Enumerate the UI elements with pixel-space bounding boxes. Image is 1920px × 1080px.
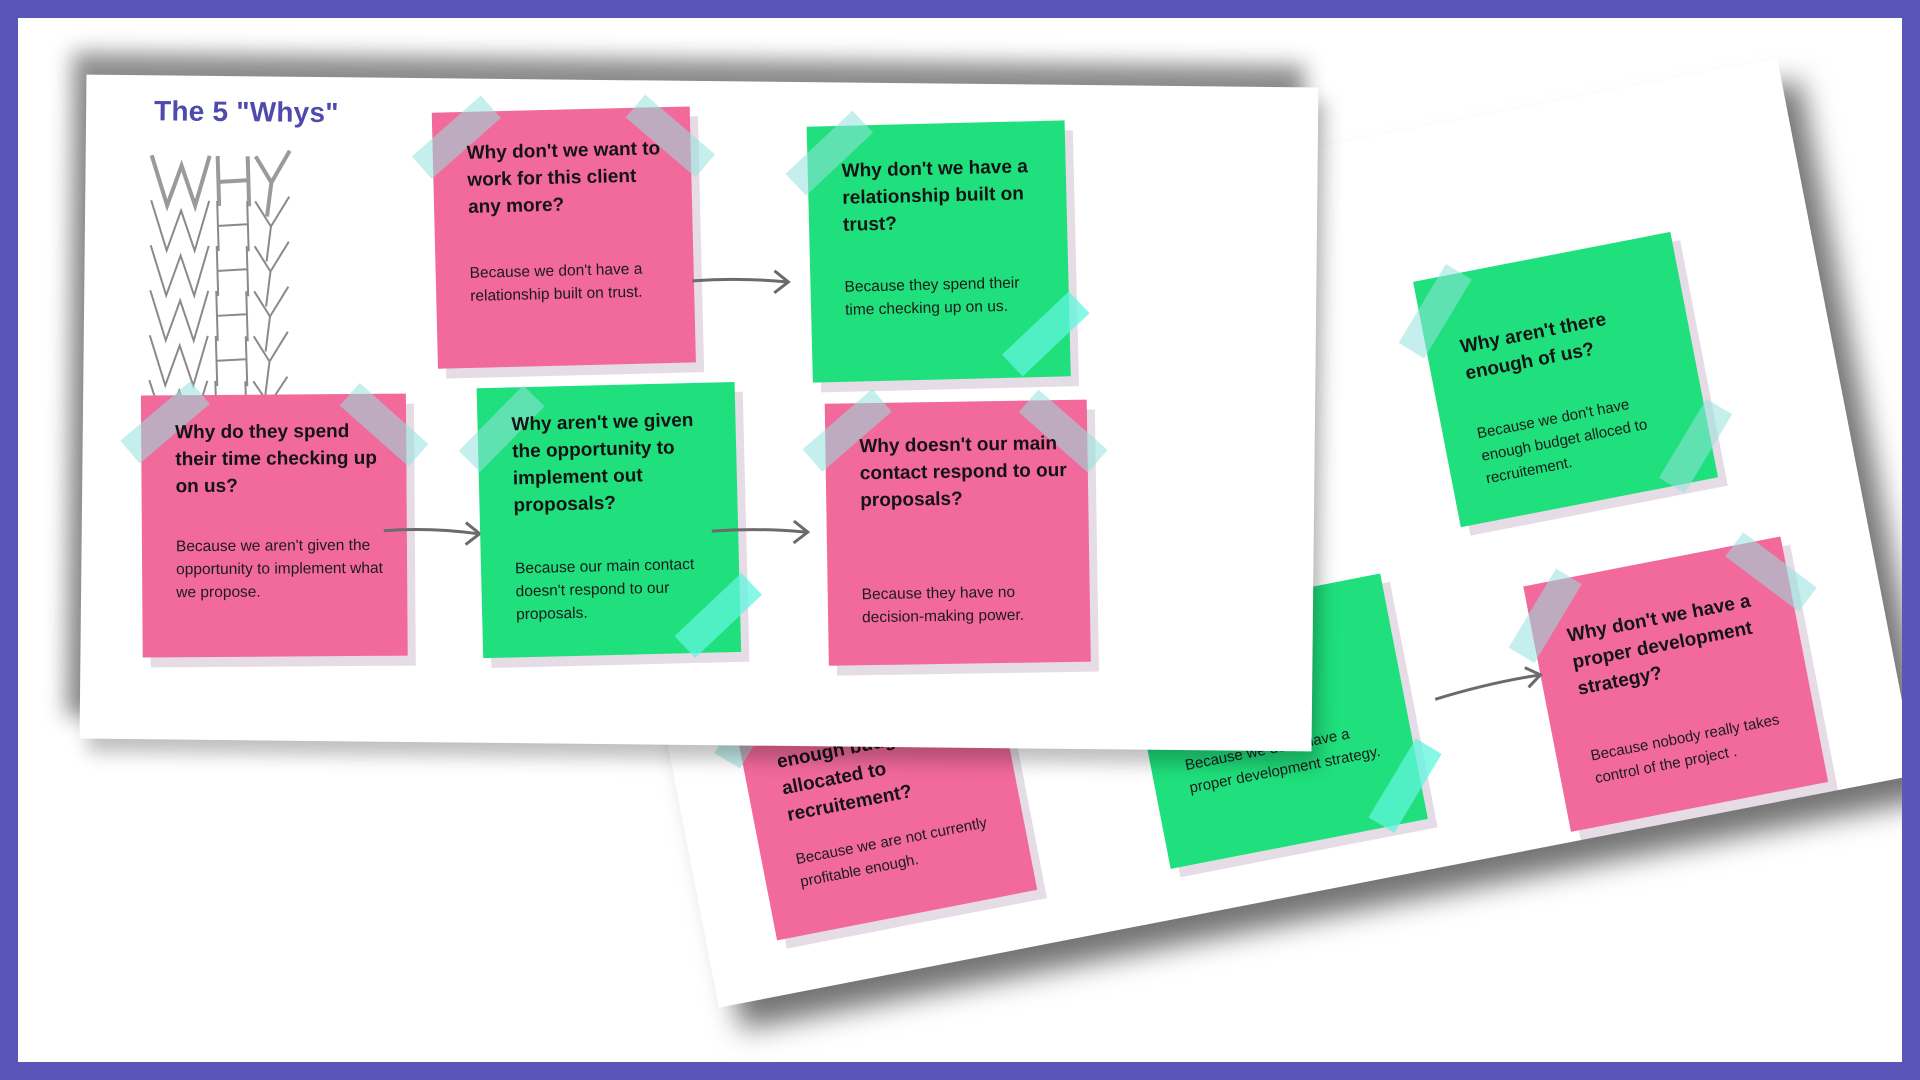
note-question: Why aren't we given the opportunity to i… <box>511 409 694 517</box>
arrow-icon <box>711 519 811 545</box>
note-answer: Because we don't have a relationship bui… <box>469 260 643 305</box>
arrow-icon <box>1434 666 1543 701</box>
note-question: Why aren't there enough of us? <box>1458 308 1608 385</box>
sticky-note-3: Why do they spend their time checking up… <box>120 381 429 658</box>
note-question: Why don't we have a proper development s… <box>1565 590 1755 700</box>
note-answer: Because they have no decision-making pow… <box>861 583 1025 627</box>
sticky-note-5: Why doesn't our main contact respond to … <box>802 388 1108 666</box>
arrow-icon <box>692 269 791 294</box>
note-answer: Because we aren't given the opportunity … <box>175 536 383 602</box>
sticky-note-2: Why don't we have a relationship built o… <box>785 110 1090 383</box>
sticky-note-1: Why don't we want to work for this clien… <box>411 94 716 369</box>
page-title: The 5 "Whys" <box>153 95 339 129</box>
note-question: Why doesn't our main contact respond to … <box>859 433 1067 512</box>
sticky-note-4: Why aren't we given the opportunity to i… <box>458 381 762 659</box>
note-question: Why don't we have a relationship built o… <box>841 156 1029 236</box>
note-answer: Because our main contact doesn't respond… <box>514 555 695 624</box>
sticky-note-back-1: Why aren't there enough of us? Because w… <box>1398 231 1733 528</box>
sticky-note-back-4: Why don't we have a proper development s… <box>1508 532 1829 832</box>
note-question: Why do they spend their time checking up… <box>175 421 378 498</box>
canvas-frame: Why aren't there enough of us? Because w… <box>18 18 1902 1062</box>
note-answer: Because we don't have enough budget allo… <box>1475 396 1649 488</box>
note-answer: Because nobody really takes control of t… <box>1589 711 1781 788</box>
note-question: Why don't we want to work for this clien… <box>466 138 661 218</box>
note-answer: Because they spend their time checking u… <box>844 274 1020 319</box>
arrow-icon <box>383 521 483 546</box>
slide-front: The 5 "Whys" Why don't we want to work f… <box>79 74 1319 752</box>
